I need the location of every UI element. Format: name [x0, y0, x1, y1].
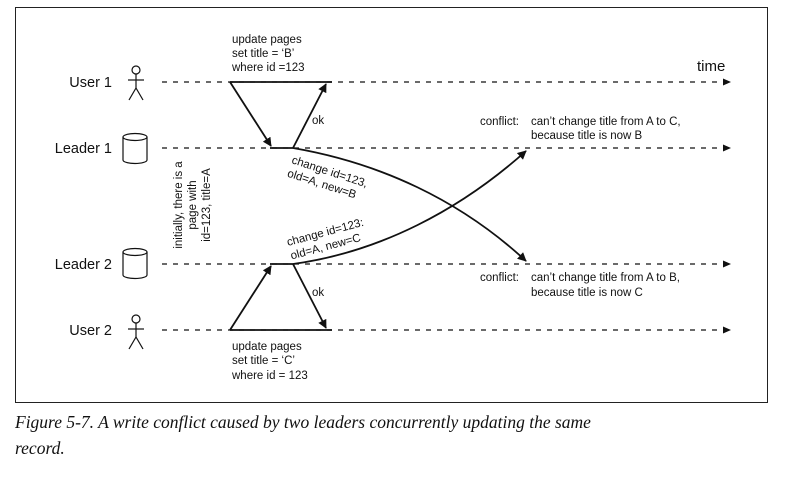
time-arrowhead — [723, 326, 731, 334]
svg-text:initially, there is a: initially, there is a — [173, 161, 185, 249]
svg-text:update pages: update pages — [232, 341, 302, 353]
change-b-label: change id=123, old=A, new=B — [286, 154, 369, 201]
ok-label-leader1: ok — [312, 115, 324, 127]
user2-label: User 2 — [69, 323, 112, 339]
svg-text:conflict:: conflict: — [480, 116, 519, 128]
ok-label-leader2: ok — [312, 287, 324, 299]
leader1-database-icon — [122, 132, 148, 165]
svg-text:conflict:: conflict: — [480, 272, 519, 284]
replication-arrow-leader2-to-leader1 — [292, 150, 527, 265]
svg-text:id=123, title=A: id=123, title=A — [201, 168, 213, 242]
svg-text:because title is now C: because title is now C — [531, 287, 643, 299]
user2-query: update pages set title = ‘C’ where id = … — [231, 341, 308, 382]
svg-text:set title = ‘C’: set title = ‘C’ — [232, 355, 295, 367]
leader2-database-icon — [122, 247, 148, 280]
svg-text:update pages: update pages — [232, 34, 302, 46]
figure-caption: Figure 5-7. A write conflict caused by t… — [14, 412, 591, 458]
time-label: time — [697, 58, 725, 75]
svg-text:page with: page with — [187, 180, 199, 229]
replication-arrow-leader1-to-leader2 — [292, 147, 527, 262]
timeline-arrowheads — [723, 78, 731, 334]
user1-query: update pages set title = ‘B’ where id =1… — [231, 34, 305, 74]
user1-person-icon — [128, 65, 144, 101]
timelines — [162, 81, 722, 331]
user2-request-arrow — [229, 265, 272, 331]
conflict-bottom-label: conflict: can’t change title from A to B… — [480, 272, 680, 299]
svg-text:because title is now B: because title is now B — [531, 130, 643, 142]
time-arrowhead — [723, 260, 731, 268]
time-arrowhead — [723, 144, 731, 152]
initial-state-note: initially, there is a page with id=123, … — [173, 161, 213, 249]
svg-text:set title = ‘B’: set title = ‘B’ — [232, 48, 294, 60]
time-arrowhead — [723, 78, 731, 86]
svg-text:can’t change title from A to B: can’t change title from A to B, — [531, 272, 680, 284]
figure-frame — [15, 7, 768, 403]
svg-text:record.: record. — [15, 438, 65, 458]
leader1-label: Leader 1 — [55, 141, 112, 157]
change-c-label: change id=123: old=A, new=C — [286, 217, 365, 263]
user1-label: User 1 — [69, 75, 112, 91]
leader2-ok-arrow — [292, 263, 327, 329]
leader2-label: Leader 2 — [55, 257, 112, 273]
svg-text:Figure 5-7. A write conflict c: Figure 5-7. A write conflict caused by t… — [14, 412, 591, 432]
conflict-top-label: conflict: can’t change title from A to C… — [480, 116, 681, 142]
svg-text:where id =123: where id =123 — [231, 62, 305, 74]
user2-person-icon — [128, 314, 144, 350]
message-arrows — [229, 81, 527, 331]
user1-request-arrow — [229, 81, 272, 147]
svg-text:where id = 123: where id = 123 — [231, 370, 308, 382]
svg-text:can’t change title from A to C: can’t change title from A to C, — [531, 116, 681, 128]
leader1-ok-arrow — [292, 83, 327, 149]
